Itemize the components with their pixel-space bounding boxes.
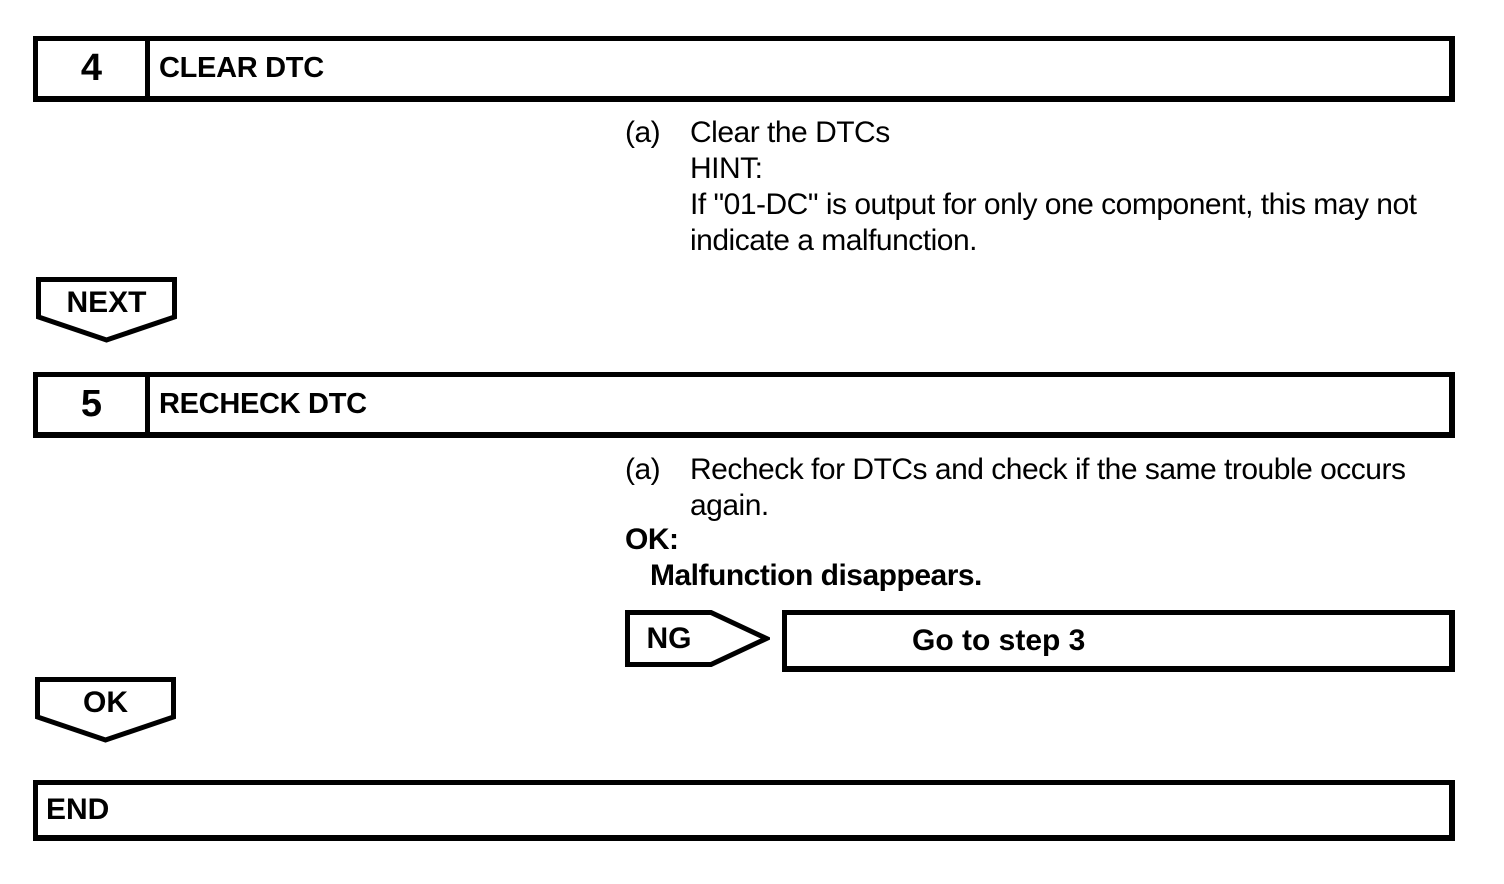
down-arrow-icon (36, 277, 177, 343)
instruction-marker: (a) (625, 116, 661, 149)
down-arrow-icon (35, 677, 176, 743)
ok-connector: OK (35, 677, 176, 743)
end-box: END (33, 780, 1455, 841)
instruction-text: Recheck for DTCs and check if the same t… (690, 452, 1406, 524)
ng-result-text: Go to step 3 (912, 623, 1086, 657)
instruction-marker: (a) (625, 453, 661, 486)
ok-connector-label: OK (83, 686, 128, 719)
instruction-text: Clear the DTCs HINT: If "01-DC" is outpu… (690, 115, 1417, 259)
ok-condition-text: Malfunction disappears. (650, 559, 982, 592)
ng-connector-label: NG (646, 622, 692, 655)
right-arrow-icon (625, 610, 770, 667)
ok-condition-heading: OK: (625, 523, 679, 556)
ng-result-box: Go to step 3 (782, 610, 1455, 672)
next-connector-label: NEXT (66, 286, 147, 319)
ok-condition-note: OK: Malfunction disappears. (625, 522, 982, 594)
step-4-title: CLEAR DTC (159, 52, 324, 84)
next-connector: NEXT (36, 277, 177, 343)
instruction-line: HINT: (690, 152, 763, 185)
instruction-line: If "01-DC" is output for only one compon… (690, 188, 1417, 221)
end-label: END (46, 793, 110, 826)
step-5-instruction: (a) Recheck for DTCs and check if the sa… (625, 452, 1406, 524)
step-5-header-box: 5 RECHECK DTC (33, 372, 1455, 438)
instruction-line: indicate a malfunction. (690, 224, 978, 257)
instruction-line: Clear the DTCs (690, 116, 890, 149)
step-5-title: RECHECK DTC (159, 388, 367, 420)
step-4-header-box: 4 CLEAR DTC (33, 36, 1455, 102)
step-4-number: 4 (38, 41, 150, 96)
instruction-line: again. (690, 489, 769, 522)
step-4-instruction: (a) Clear the DTCs HINT: If "01-DC" is o… (625, 115, 1417, 259)
instruction-line: Recheck for DTCs and check if the same t… (690, 453, 1406, 486)
step-5-number: 5 (38, 377, 150, 432)
ng-connector: NG (625, 610, 770, 667)
